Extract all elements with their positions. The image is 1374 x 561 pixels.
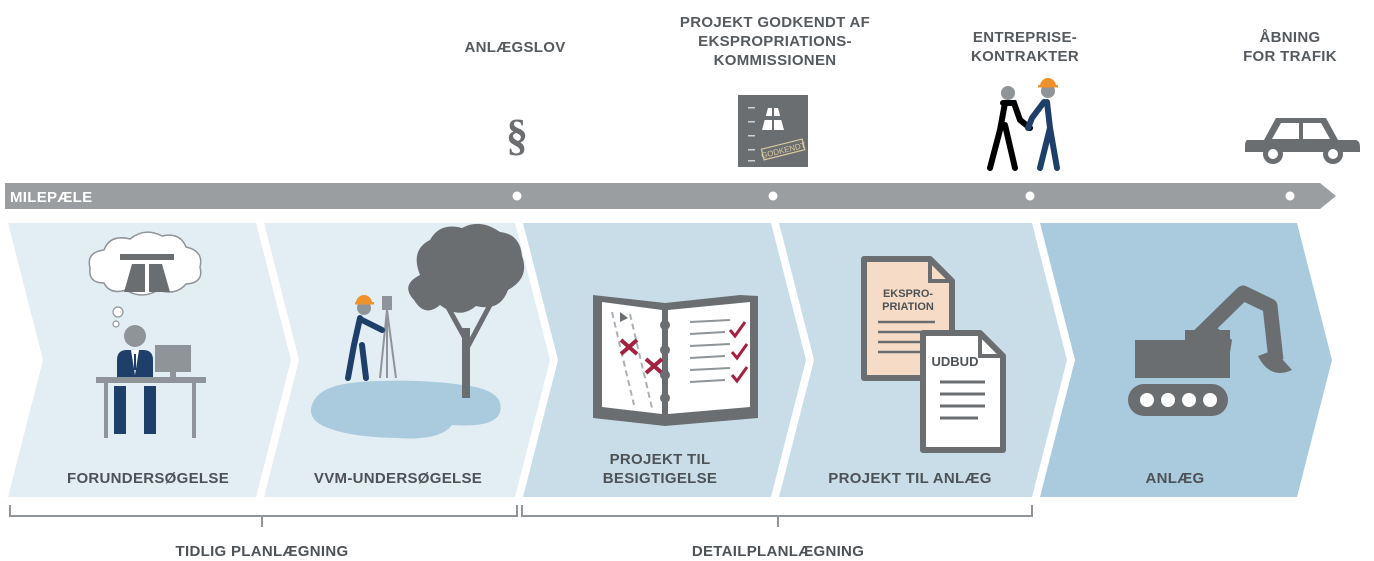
milestone-line: ENTREPRISE- bbox=[972, 29, 1078, 46]
handshake-icon bbox=[987, 78, 1060, 171]
stage-line: PROJEKT TIL bbox=[609, 451, 711, 468]
stage-label-anlaeg: ANLÆG bbox=[1115, 469, 1235, 488]
milestone-dot bbox=[512, 191, 522, 201]
milestone-line: KOMMISSIONEN bbox=[713, 52, 837, 69]
milestone-line: KONTRAKTER bbox=[971, 48, 1079, 65]
milestone-bar-label: MILEPÆLE bbox=[10, 189, 93, 206]
milestone-label-anlaegslov: ANLÆGSLOV bbox=[464, 39, 566, 56]
milestone-line: EKSPROPRIATIONS- bbox=[698, 33, 852, 50]
group-label-detail: DETAILPLANLÆGNING bbox=[691, 543, 865, 560]
doc-expropriation-line: EKSPRO- bbox=[883, 288, 933, 300]
stage-line: FORUNDERSØGELSE bbox=[66, 470, 229, 487]
group-label-tidlig: TIDLIG PLANLÆGNING bbox=[175, 543, 349, 560]
paragraph-icon: § bbox=[506, 111, 528, 160]
stage-label-projekt-anlaeg: PROJEKT TIL ANLÆG bbox=[805, 469, 1015, 488]
milestone-dot bbox=[768, 191, 778, 201]
milestone-line: PROJEKT GODKENDT AF bbox=[679, 14, 871, 31]
group-bracket-tidlig bbox=[9, 505, 518, 527]
stage-line: ANLÆG bbox=[1145, 470, 1205, 487]
doc-udbud-label: UDBUD bbox=[932, 354, 979, 369]
doc-expropriation-line: PRIATION bbox=[882, 301, 934, 313]
marked-plan-book-icon bbox=[593, 295, 758, 426]
documents-icon: EKSPRO- PRIATION UDBUD bbox=[861, 256, 1006, 453]
stage-label-vvm: VVM-UNDERSØGELSE bbox=[288, 469, 508, 488]
milestone-dot bbox=[1025, 191, 1035, 201]
thinking-planner-icon bbox=[88, 231, 206, 438]
milestone-line: FOR TRAFIK bbox=[1243, 48, 1337, 65]
stage-line: BESIGTIGELSE bbox=[602, 470, 718, 487]
stage-line: PROJEKT TIL ANLÆG bbox=[828, 470, 992, 487]
excavator-icon bbox=[1128, 285, 1292, 416]
approved-road-plan-icon: GODKENDT bbox=[738, 95, 808, 167]
milestone-bar bbox=[5, 183, 1336, 209]
milestone-label-aabning: ÅBNING FOR TRAFIK bbox=[1220, 28, 1360, 66]
group-bracket-detail bbox=[521, 505, 1033, 527]
milestone-label-entreprise: ENTREPRISE- KONTRAKTER bbox=[935, 28, 1115, 66]
milestone-line: ÅBNING bbox=[1259, 29, 1321, 46]
car-icon bbox=[1245, 118, 1360, 164]
milestone-dot bbox=[1285, 191, 1295, 201]
surveyor-tree-icon bbox=[310, 223, 525, 439]
stage-label-besigtigelse: PROJEKT TIL BESIGTIGELSE bbox=[560, 450, 760, 488]
stage-label-forundersoegelse: FORUNDERSØGELSE bbox=[43, 469, 253, 488]
stage-line: VVM-UNDERSØGELSE bbox=[313, 470, 483, 487]
milestone-label-projekt-godkendt: PROJEKT GODKENDT AF EKSPROPRIATIONS- KOM… bbox=[660, 13, 890, 70]
